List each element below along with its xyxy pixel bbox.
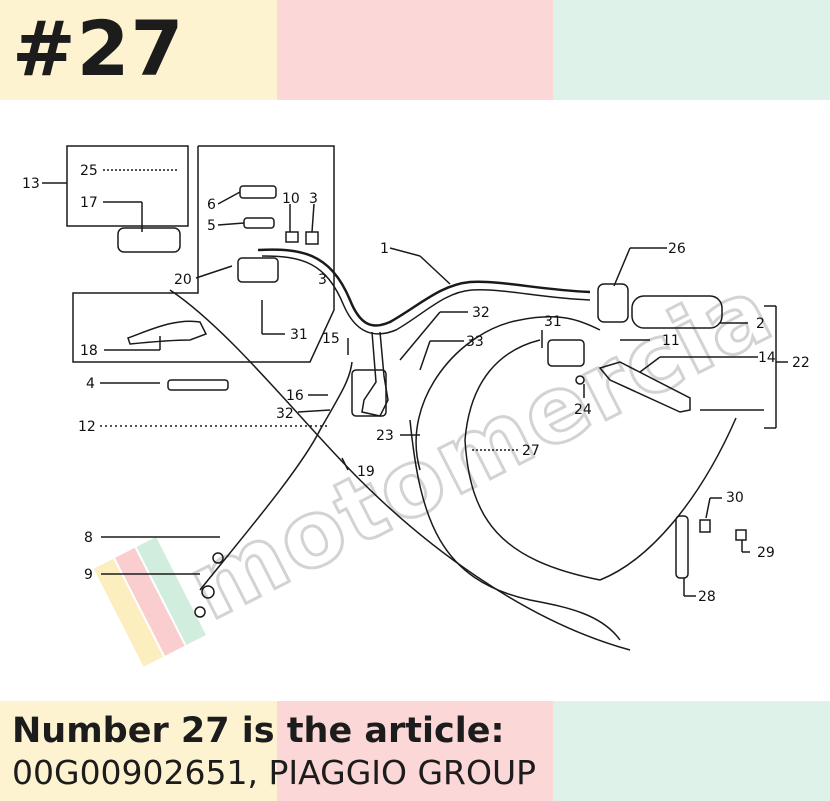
- handlebar: [257, 248, 591, 327]
- callout-33: 33: [466, 334, 484, 350]
- header-band: [0, 0, 830, 100]
- callout-30: 30: [726, 490, 744, 506]
- callout-19: 19: [357, 464, 375, 480]
- callout-23: 23: [376, 428, 394, 444]
- watermark: motomercia: [93, 255, 790, 667]
- cable-27b: [599, 417, 737, 581]
- right-grip: [631, 295, 723, 329]
- callout-18: 18: [80, 343, 98, 359]
- cable-12: [169, 289, 631, 651]
- callout-27: 27: [522, 443, 540, 459]
- callout-25: 25: [80, 163, 98, 179]
- callout-17: 17: [80, 195, 98, 211]
- callout-32b: 32: [472, 305, 490, 321]
- callout-20: 20: [174, 272, 192, 288]
- callout-14: 14: [758, 350, 776, 366]
- callout-1: 1: [380, 241, 389, 257]
- cable-27a: [464, 439, 601, 581]
- exploded-parts-diagram: motomercia: [22, 145, 810, 667]
- brake-body: [351, 369, 387, 417]
- callout-31b: 31: [544, 314, 562, 330]
- bracket-28: [675, 515, 689, 579]
- callout-5: 5: [207, 218, 216, 234]
- left-lever: [127, 320, 208, 345]
- right-lever: [598, 361, 691, 413]
- callout-29: 29: [757, 545, 775, 561]
- caption-band: [0, 701, 830, 801]
- group-box-20: [72, 145, 335, 363]
- callout-8: 8: [84, 530, 93, 546]
- callout-2: 2: [756, 316, 765, 332]
- callout-31a: 31: [290, 327, 308, 343]
- callout-4: 4: [86, 376, 95, 392]
- callout-16: 16: [286, 388, 304, 404]
- cable-19: [199, 361, 353, 591]
- callout-24: 24: [574, 402, 592, 418]
- callout-9: 9: [84, 567, 93, 583]
- part-number-title: #27: [12, 4, 185, 93]
- callout-6: 6: [207, 197, 216, 213]
- callout-10: 10: [282, 191, 300, 207]
- callout-22: 22: [792, 355, 810, 371]
- callout-11: 11: [662, 333, 680, 349]
- left-grip: [117, 227, 181, 253]
- callout-26: 26: [668, 241, 686, 257]
- callout-32a: 32: [276, 406, 294, 422]
- callout-3b: 3: [318, 272, 327, 288]
- caption-article-number: 00G00902651, PIAGGIO GROUP: [12, 753, 537, 792]
- master-cylinder: [237, 257, 279, 283]
- cable-23: [415, 315, 601, 471]
- callout-13: 13: [22, 176, 40, 192]
- group-box-13: [66, 145, 189, 227]
- callout-15: 15: [322, 331, 340, 347]
- caption-heading: Number 27 is the article:: [12, 711, 505, 751]
- callout-28: 28: [698, 589, 716, 605]
- throttle-sleeve: [597, 283, 629, 323]
- callout-3a: 3: [309, 191, 318, 207]
- callout-12: 12: [78, 419, 96, 435]
- part-4: [167, 379, 229, 391]
